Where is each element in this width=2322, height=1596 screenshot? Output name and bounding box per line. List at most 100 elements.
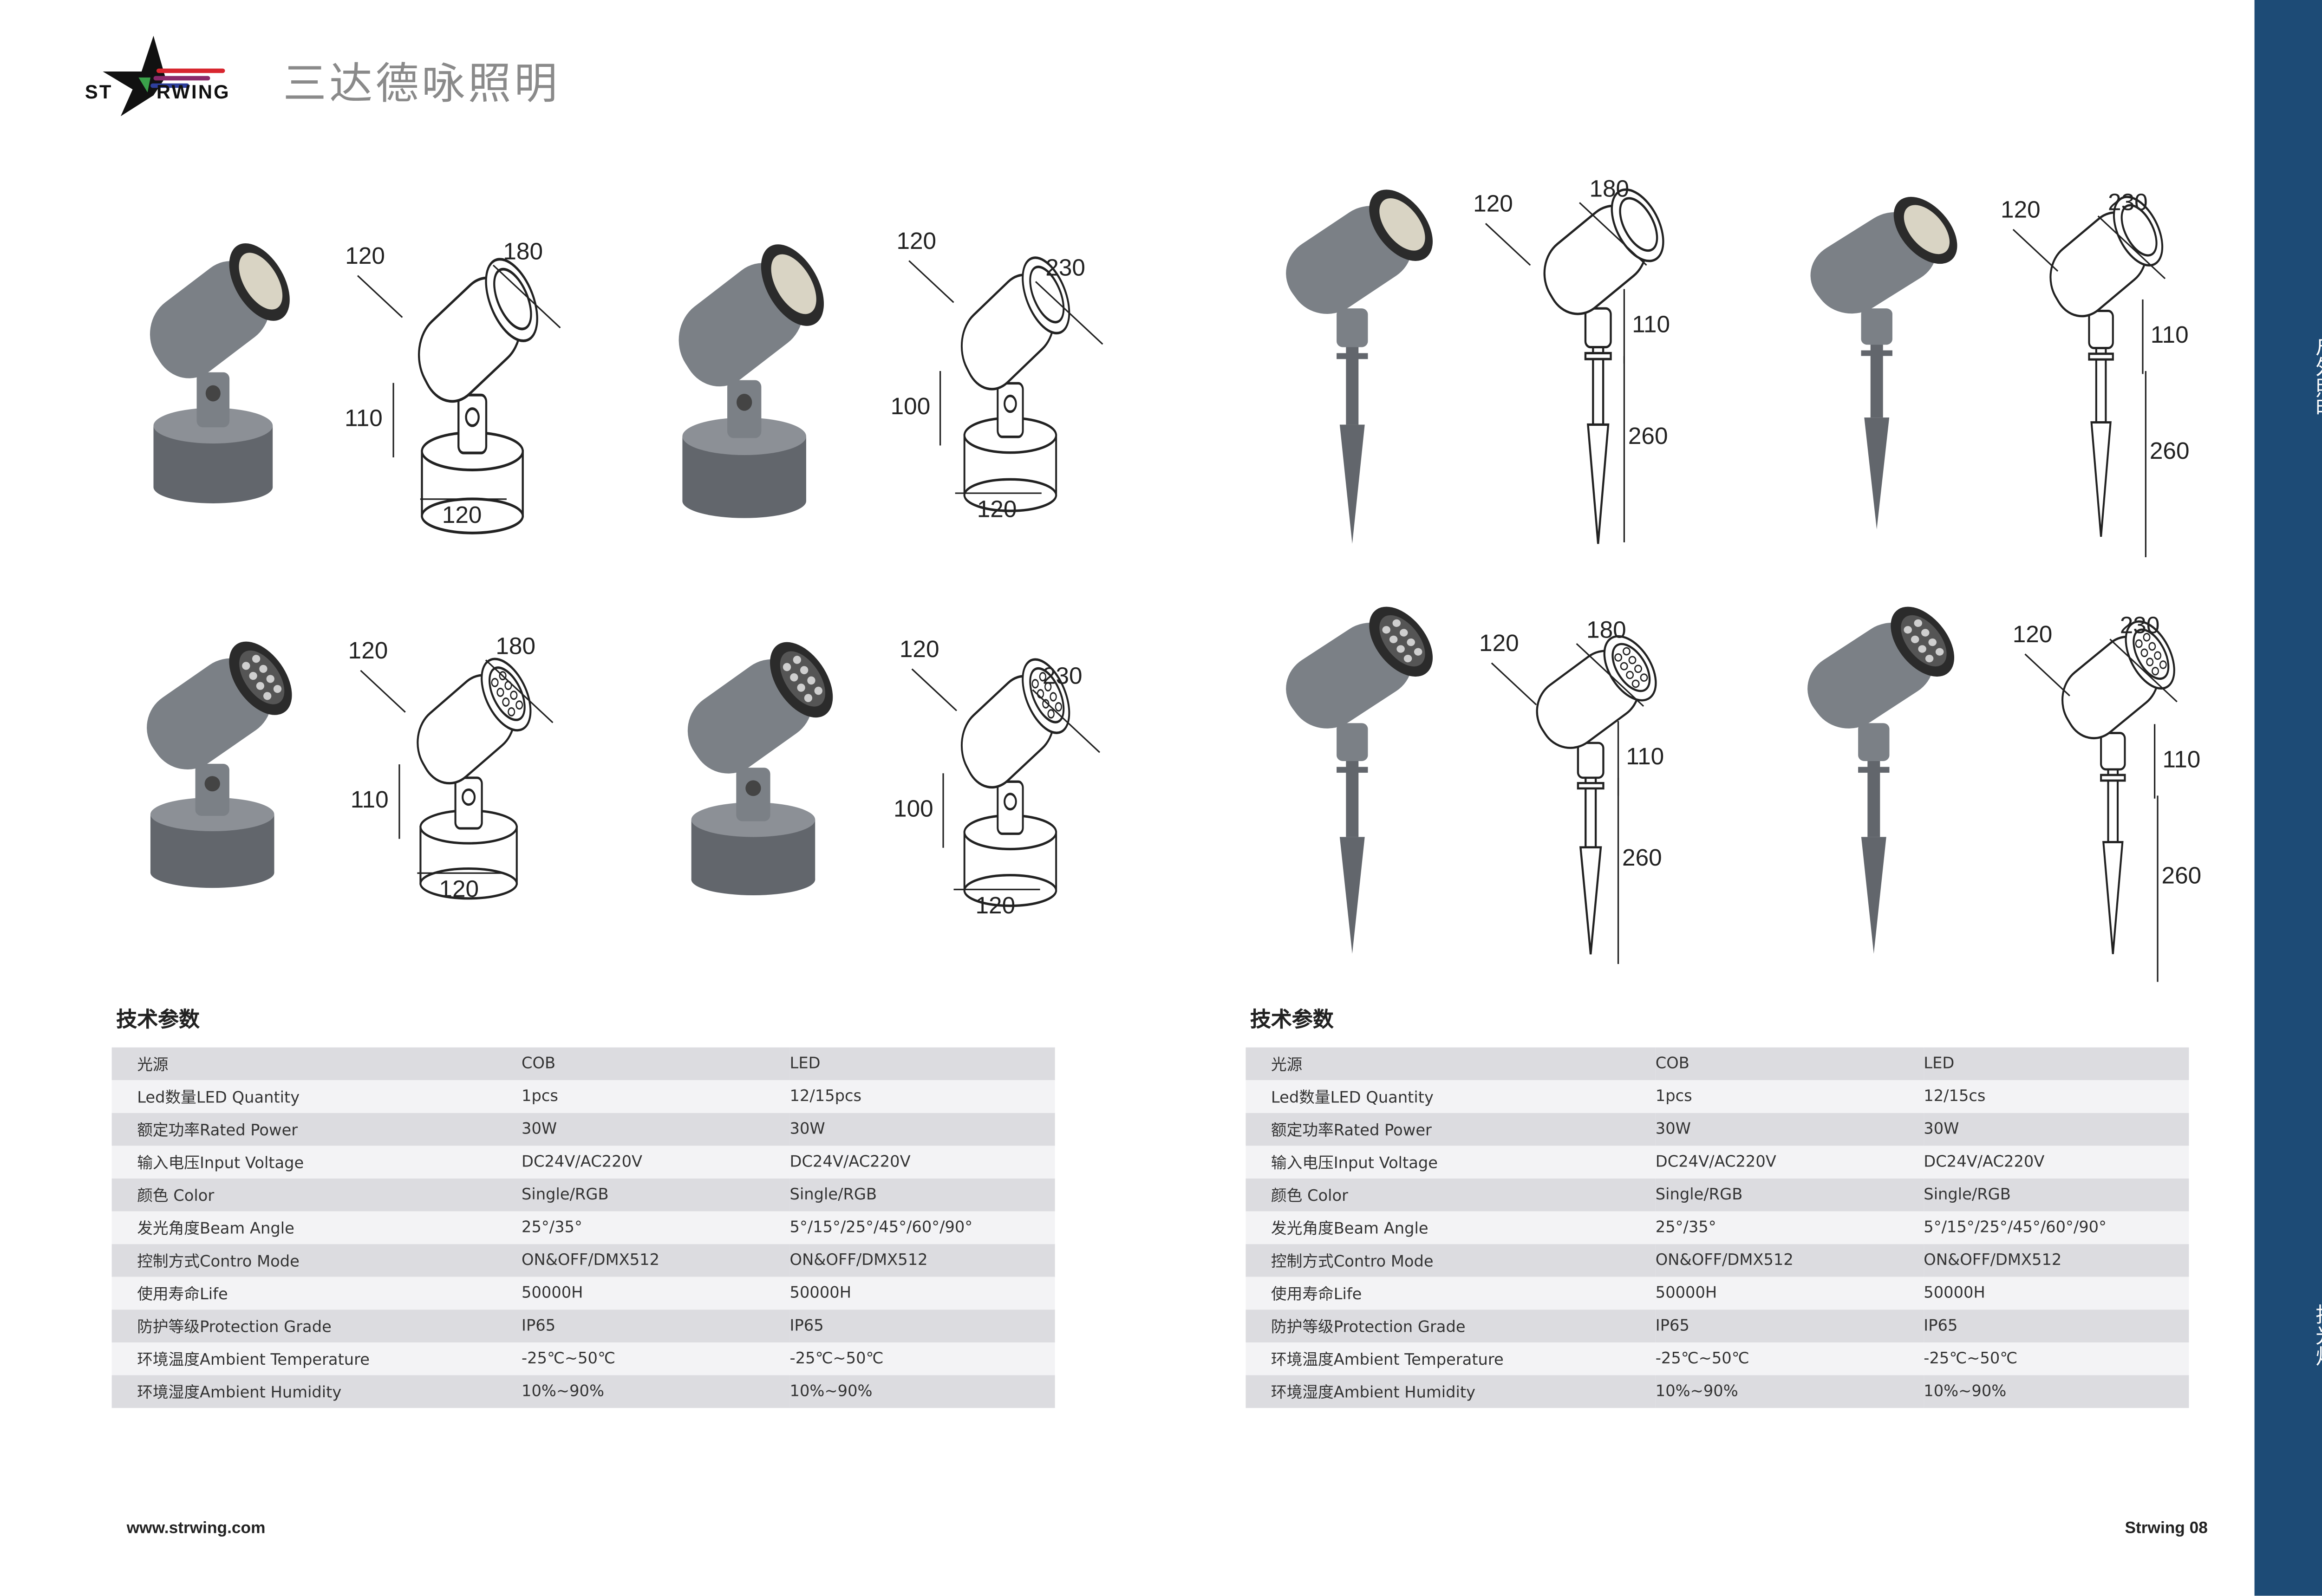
lamp-head — [417, 658, 532, 785]
led-chip — [814, 686, 822, 695]
spec-label: 发光角度Beam Angle — [137, 1219, 294, 1238]
spec-label: 防护等级Protection Grade — [1271, 1318, 1466, 1336]
spec-label: 光源 — [1271, 1055, 1303, 1074]
lamp-head — [150, 243, 290, 378]
table-row: 环境温度Ambient Temperature-25℃~50℃-25℃~50℃ — [1246, 1342, 2189, 1375]
led-lens — [239, 650, 285, 704]
starwing-logo: ST RWING — [85, 36, 230, 117]
lamp-pole — [1870, 333, 1883, 418]
product-line-drawing — [2049, 195, 2164, 537]
spec-value: 10%~90% — [789, 1382, 873, 1401]
led-lens — [780, 651, 825, 707]
lamp-spike — [2102, 841, 2124, 954]
dimension-lines — [2024, 638, 2178, 982]
spec-table-title: 技术参数 — [116, 1009, 200, 1033]
led-chip — [1403, 654, 1412, 663]
led-chip — [256, 682, 265, 690]
led-chip — [1399, 629, 1408, 637]
led-chip — [1623, 647, 1631, 656]
lamp-head — [1543, 188, 1664, 315]
led-chip — [1050, 692, 1057, 702]
spec-label: 使用寿命Life — [137, 1285, 228, 1303]
dimension-label: 110 — [344, 406, 383, 432]
spec-value: IP65 — [1924, 1317, 1958, 1335]
led-chip — [252, 655, 261, 663]
spec-label: 颜色 Color — [137, 1186, 215, 1205]
spec-value: ON&OFF/DMX512 — [789, 1251, 928, 1270]
spec-label: 额定功率Rated Power — [1271, 1121, 1432, 1139]
led-chip — [797, 684, 805, 692]
led-chip — [2143, 632, 2151, 642]
lamp-head — [678, 244, 824, 387]
spec-value: -25℃~50℃ — [1924, 1349, 2018, 1368]
led-chip — [1389, 635, 1398, 644]
spec-label: Led数量LED Quantity — [137, 1088, 300, 1107]
dimension-label: 110 — [2150, 323, 2189, 349]
spec-value: 5°/15°/25°/45°/60°/90° — [789, 1218, 973, 1237]
product-photo — [687, 642, 833, 896]
led-chip — [1614, 653, 1623, 662]
dimension-label: 120 — [977, 497, 1017, 523]
led-chip — [1628, 656, 1637, 664]
dimension-lines — [2012, 215, 2166, 558]
lamp-bracket — [1861, 308, 1892, 345]
spec-value: ON&OFF/DMX512 — [1655, 1251, 1794, 1270]
footer-website[interactable]: www.strwing.com — [126, 1519, 266, 1538]
cob-lens — [1379, 198, 1425, 251]
led-chip — [508, 707, 515, 717]
svg-text:RWING: RWING — [157, 81, 230, 103]
lamp-spike — [1579, 846, 1602, 955]
led-chip — [2135, 639, 2143, 648]
spec-value: 1pcs — [1655, 1088, 1692, 1106]
led-lens — [1379, 615, 1425, 667]
product-line-drawing — [1536, 635, 1657, 955]
spec-value: 10%~90% — [1924, 1382, 2007, 1401]
led-chip — [259, 664, 267, 673]
dimension-label: 260 — [2149, 439, 2190, 465]
led-chip — [1631, 679, 1640, 688]
spec-value: DC24V/AC220V — [1655, 1153, 1776, 1171]
spec-label: Led数量LED Quantity — [1271, 1088, 1434, 1107]
dimension-label: 120 — [975, 894, 1016, 919]
product-line-drawing — [960, 658, 1070, 907]
lamp-spike — [1339, 424, 1365, 544]
spec-table-title: 技术参数 — [1250, 1009, 1334, 1033]
spec-label: 使用寿命Life — [1271, 1285, 1362, 1303]
lamp-bracket — [1337, 723, 1368, 761]
led-chip — [496, 687, 504, 697]
led-chip — [1911, 635, 1919, 644]
spec-value: DC24V/AC220V — [1924, 1153, 2045, 1171]
dimension-lines — [911, 668, 1101, 891]
dimension-label: 120 — [2012, 623, 2053, 648]
spec-value: COB — [1655, 1055, 1689, 1073]
dimension-label: 260 — [1628, 424, 1668, 450]
dimension-label: 120 — [439, 877, 479, 903]
lamp-head — [1810, 196, 1957, 314]
lamp-bracket — [2088, 310, 2114, 349]
product-line-drawing — [417, 258, 538, 534]
dimension-label: 260 — [1622, 846, 1662, 872]
dimension-label: 100 — [894, 797, 933, 823]
led-chip — [807, 676, 815, 685]
product-photo — [678, 244, 824, 518]
spec-value: Single/RGB — [1655, 1186, 1743, 1204]
product-line-drawing — [2061, 620, 2175, 954]
led-chip — [1928, 638, 1937, 646]
spec-value: 30W — [789, 1120, 825, 1139]
lamp-head — [1286, 606, 1433, 729]
led-chip — [510, 691, 518, 700]
table-row: 环境温度Ambient Temperature-25℃~50℃-25℃~50℃ — [111, 1342, 1055, 1375]
spec-value: 30W — [522, 1120, 557, 1139]
